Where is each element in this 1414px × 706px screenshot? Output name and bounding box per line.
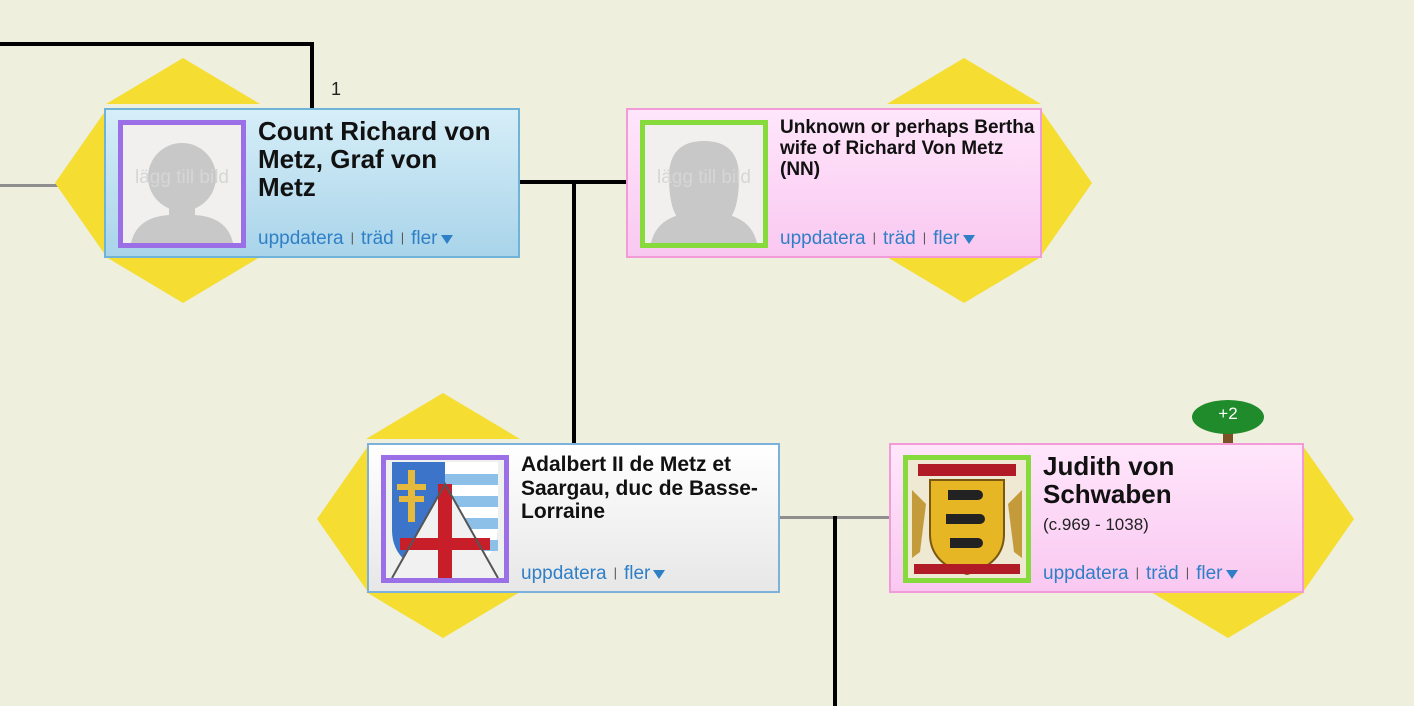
update-link[interactable]: uppdatera xyxy=(1043,563,1129,584)
profile-photo-placeholder[interactable]: lägg till bild xyxy=(118,120,246,248)
more-link[interactable]: fler xyxy=(1196,563,1223,584)
update-link[interactable]: uppdatera xyxy=(258,228,344,249)
tree-link[interactable]: träd xyxy=(360,228,394,249)
expand-up-arrow[interactable] xyxy=(106,58,260,104)
person-name[interactable]: Unknown or perhaps Bertha wife of Richar… xyxy=(780,117,1035,180)
person-name[interactable]: Adalbert II de Metz et Saargau, duc de B… xyxy=(521,453,758,524)
expand-down-arrow[interactable] xyxy=(1151,592,1305,638)
profile-photo[interactable] xyxy=(903,455,1031,583)
tree-badge[interactable]: +2 xyxy=(1190,398,1266,446)
expand-down-arrow[interactable] xyxy=(106,257,260,303)
connector-line xyxy=(0,42,314,46)
tree-link[interactable]: träd xyxy=(1145,563,1179,584)
expand-down-arrow[interactable] xyxy=(887,257,1041,303)
person-card-richard[interactable]: lägg till bild Count Richard von Metz, G… xyxy=(104,108,520,258)
more-link[interactable]: fler xyxy=(623,563,651,584)
connector-line xyxy=(572,180,576,444)
tree-icon xyxy=(1192,400,1264,444)
separator: | xyxy=(350,230,354,245)
separator: | xyxy=(872,230,876,245)
person-actions: uppdatera | träd | fler xyxy=(780,228,975,250)
expand-left-arrow[interactable] xyxy=(55,110,106,256)
expand-up-arrow[interactable] xyxy=(366,393,520,439)
chevron-down-icon[interactable] xyxy=(440,235,453,244)
separator: | xyxy=(1185,565,1190,580)
update-link[interactable]: uppdatera xyxy=(521,563,607,584)
add-photo-label: lägg till bild xyxy=(657,167,751,188)
person-name[interactable]: Judith von Schwaben xyxy=(1043,451,1175,509)
connector-line xyxy=(0,184,60,187)
connector-line xyxy=(833,516,837,706)
generation-number: 1 xyxy=(331,79,342,99)
update-link[interactable]: uppdatera xyxy=(780,228,866,249)
person-card-judith[interactable]: Judith von Schwaben (c.969 - 1038) uppda… xyxy=(889,443,1304,593)
person-name[interactable]: Count Richard von Metz, Graf von Metz xyxy=(258,116,491,202)
more-link[interactable]: fler xyxy=(411,228,438,249)
person-card-adalbert[interactable]: Adalbert II de Metz et Saargau, duc de B… xyxy=(367,443,780,593)
separator: | xyxy=(400,230,405,245)
expand-up-arrow[interactable] xyxy=(887,58,1041,104)
chevron-down-icon[interactable] xyxy=(1225,570,1238,579)
separator: | xyxy=(922,230,927,245)
person-dates: (c.969 - 1038) xyxy=(1043,515,1149,534)
separator: | xyxy=(613,565,617,580)
person-actions: uppdatera | träd | fler xyxy=(1043,563,1238,585)
person-card-bertha[interactable]: lägg till bild Unknown or perhaps Bertha… xyxy=(626,108,1042,258)
add-photo-label: lägg till bild xyxy=(135,167,229,188)
expand-left-arrow[interactable] xyxy=(317,446,368,592)
profile-photo-placeholder[interactable]: lägg till bild xyxy=(640,120,768,248)
connector-line xyxy=(310,42,314,108)
tree-badge-count: +2 xyxy=(1218,404,1238,423)
coat-of-arms-metz-icon xyxy=(391,462,499,578)
chevron-down-icon[interactable] xyxy=(962,235,975,244)
silhouette-female-icon xyxy=(651,141,757,243)
expand-right-arrow[interactable] xyxy=(1041,110,1092,256)
person-actions: uppdatera | fler xyxy=(521,563,666,585)
profile-photo[interactable] xyxy=(381,455,509,583)
expand-down-arrow[interactable] xyxy=(366,592,520,638)
silhouette-male-icon xyxy=(131,143,233,243)
tree-link[interactable]: träd xyxy=(882,228,916,249)
separator: | xyxy=(1135,565,1139,580)
chevron-down-icon[interactable] xyxy=(653,570,666,579)
more-link[interactable]: fler xyxy=(933,228,960,249)
person-actions: uppdatera | träd | fler xyxy=(258,228,453,250)
expand-right-arrow[interactable] xyxy=(1303,446,1354,592)
coat-of-arms-schwaben-icon xyxy=(908,460,1026,578)
